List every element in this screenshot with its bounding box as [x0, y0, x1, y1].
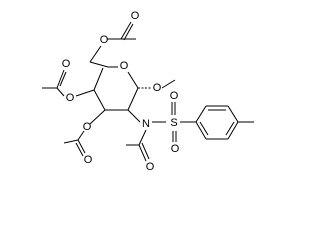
- atom-n-amide: N: [142, 118, 150, 130]
- atom-o-c6-ester: O: [100, 34, 109, 46]
- c4-acetate-group: [42, 69, 95, 97]
- atom-o-c3-carbonyl: O: [84, 154, 93, 166]
- c6-acetate-group: [89, 21, 136, 63]
- atom-s-sulfonyl: S: [170, 117, 177, 129]
- atom-o-c4-carbonyl: O: [62, 58, 71, 70]
- atom-o-ring: O: [120, 60, 129, 72]
- atom-o-c4-ester: O: [66, 92, 75, 104]
- methoxy-group: [138, 79, 176, 89]
- atom-o-c3-ester: O: [83, 121, 92, 133]
- tolyl-ring: [195, 105, 254, 140]
- atom-o-sulfonyl-bottom: O: [171, 143, 180, 155]
- atom-o-methoxy: O: [153, 82, 162, 94]
- atom-o-acetamide-carbonyl: O: [146, 161, 155, 173]
- atom-o-c6-carbonyl: O: [131, 10, 140, 22]
- c3-acetate-group: [63, 109, 106, 157]
- n-tosyl-acetamide-group: [126, 102, 196, 162]
- atom-o-sulfonyl-top: O: [170, 90, 179, 102]
- molecule-structure: O O O O O O O O N S O O O: [42, 10, 254, 173]
- pyranose-ring: [89, 61, 139, 111]
